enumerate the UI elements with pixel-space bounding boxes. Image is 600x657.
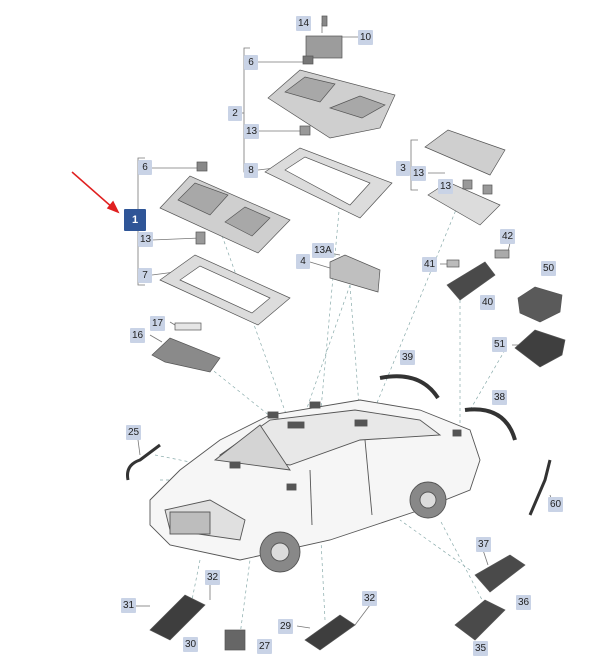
label-25[interactable]: 25 (126, 425, 142, 440)
label-13a[interactable]: 13A (312, 243, 334, 258)
label-8[interactable]: 8 (244, 163, 258, 178)
label-39[interactable]: 39 (400, 350, 416, 365)
label-60[interactable]: 60 (548, 497, 564, 512)
label-1[interactable]: 1 (124, 209, 146, 231)
highlight-arrow (71, 171, 120, 214)
label-4[interactable]: 4 (296, 254, 310, 269)
label-38[interactable]: 38 (492, 390, 508, 405)
label-36[interactable]: 36 (516, 595, 532, 610)
label-35[interactable]: 35 (473, 641, 489, 656)
label-50[interactable]: 50 (541, 261, 557, 276)
label-32[interactable]: 32 (362, 591, 378, 606)
label-31[interactable]: 31 (121, 598, 137, 613)
label-42[interactable]: 42 (500, 229, 516, 244)
label-30[interactable]: 30 (183, 637, 199, 652)
label-41[interactable]: 41 (422, 257, 438, 272)
label-29[interactable]: 29 (278, 619, 294, 634)
label-2[interactable]: 2 (228, 106, 242, 121)
label-51[interactable]: 51 (492, 337, 508, 352)
label-13[interactable]: 13 (244, 124, 260, 139)
label-32[interactable]: 32 (205, 570, 221, 585)
label-13[interactable]: 13 (138, 232, 154, 247)
label-16[interactable]: 16 (130, 328, 146, 343)
label-14[interactable]: 14 (296, 16, 312, 31)
label-10[interactable]: 10 (358, 30, 374, 45)
label-37[interactable]: 37 (476, 537, 492, 552)
label-6[interactable]: 6 (138, 160, 152, 175)
label-7[interactable]: 7 (138, 268, 152, 283)
label-13[interactable]: 13 (438, 179, 454, 194)
label-13[interactable]: 13 (411, 166, 427, 181)
label-3[interactable]: 3 (396, 161, 410, 176)
label-27[interactable]: 27 (257, 639, 273, 654)
label-17[interactable]: 17 (150, 316, 166, 331)
label-40[interactable]: 40 (480, 295, 496, 310)
label-6[interactable]: 6 (244, 55, 258, 70)
